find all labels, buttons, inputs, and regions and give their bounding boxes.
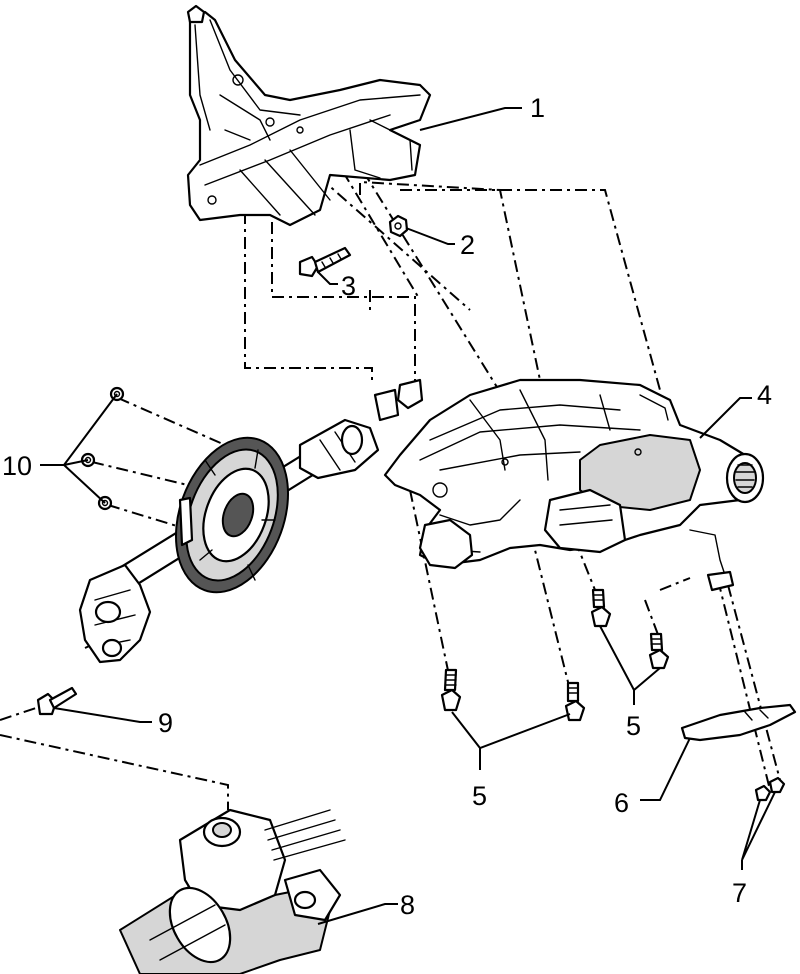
callout-1: 1 xyxy=(530,93,545,123)
screws-7 xyxy=(754,776,786,802)
callout-4: 4 xyxy=(757,380,772,410)
callout-8: 8 xyxy=(400,890,415,920)
callout-5-right: 5 xyxy=(626,711,641,741)
callout-2: 2 xyxy=(460,230,475,260)
nut-2 xyxy=(388,214,409,238)
callout-5-lower: 5 xyxy=(472,781,487,811)
callout-7: 7 xyxy=(732,878,747,908)
steering-column-housing xyxy=(373,378,765,592)
bolts-5 xyxy=(440,588,670,722)
nuts-10 xyxy=(80,386,125,511)
trim-piece-6 xyxy=(680,703,797,742)
steering-rack xyxy=(119,808,346,974)
bulkhead-boot xyxy=(174,436,290,594)
callout-6: 6 xyxy=(614,788,629,818)
leader-lines xyxy=(40,107,776,925)
callout-labels: 1 2 3 4 5 5 6 7 8 9 10 xyxy=(2,93,772,920)
callout-3: 3 xyxy=(341,271,356,301)
callout-10: 10 xyxy=(2,451,32,481)
callout-9: 9 xyxy=(158,708,173,738)
bolt-3 xyxy=(298,246,352,278)
crossmember-bracket xyxy=(186,4,432,227)
